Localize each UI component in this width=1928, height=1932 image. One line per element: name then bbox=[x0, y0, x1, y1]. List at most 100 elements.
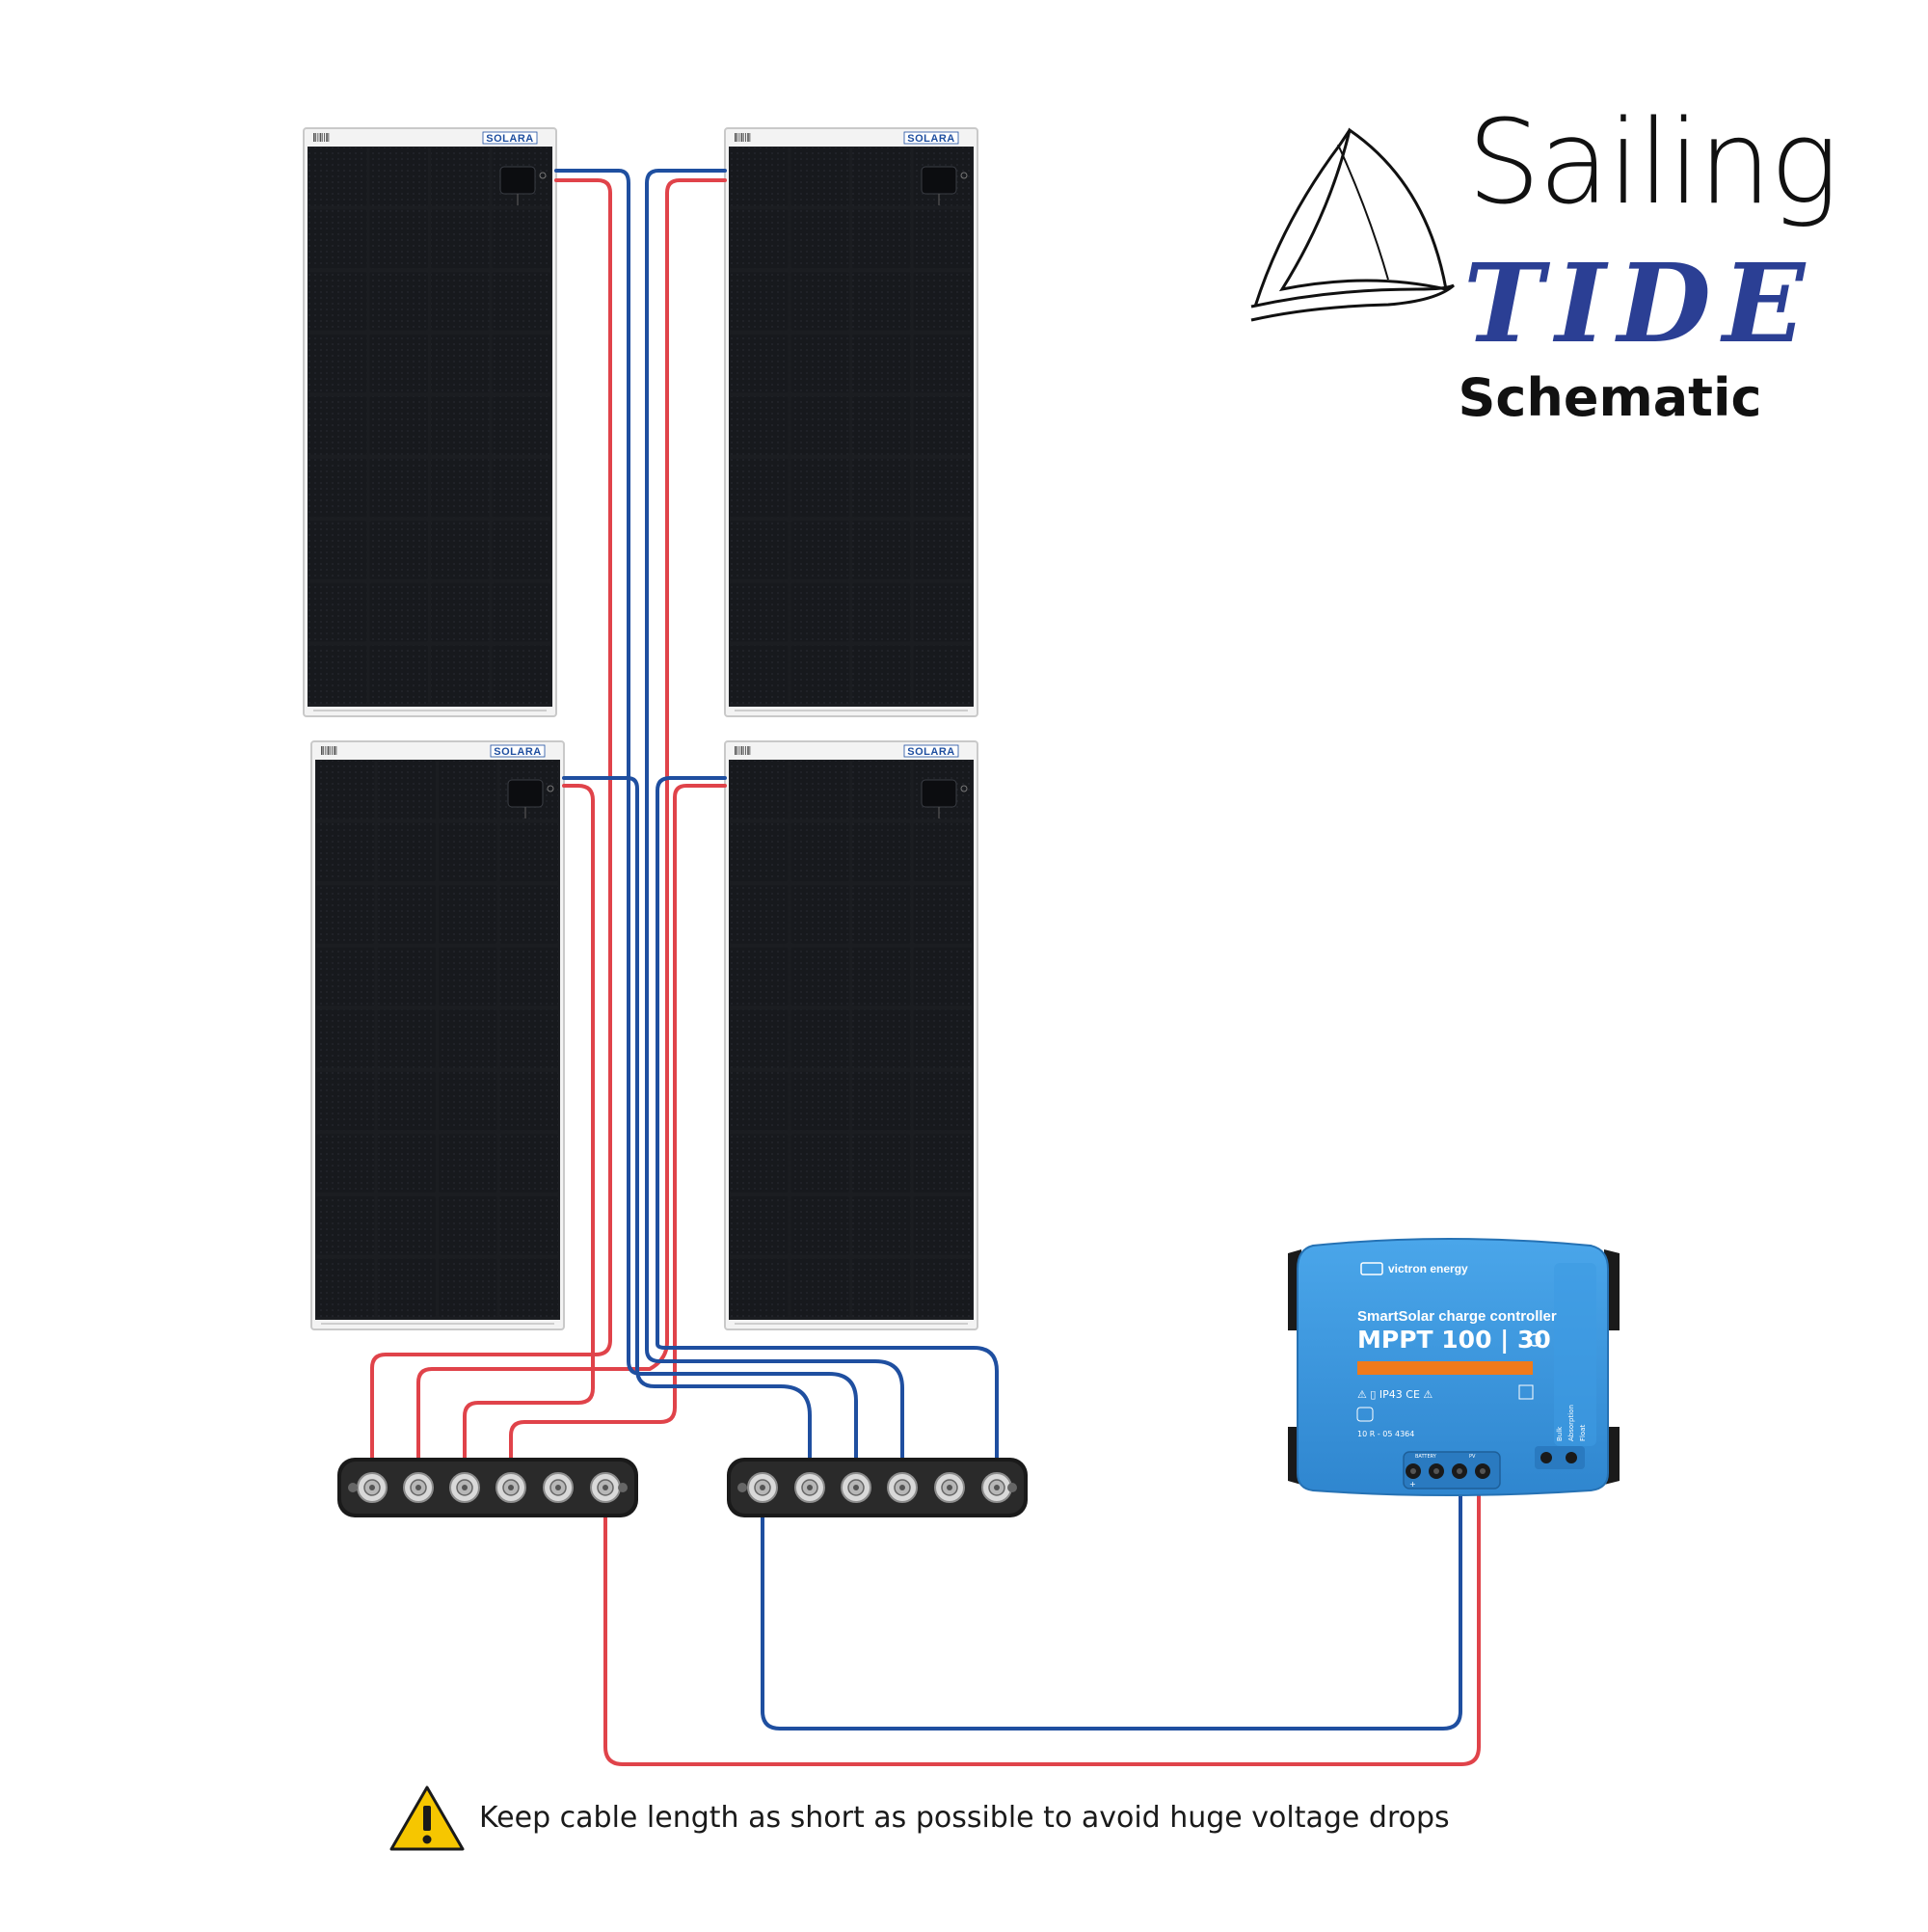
solar-cell bbox=[369, 582, 428, 642]
stud-core bbox=[415, 1485, 421, 1490]
busbar-stud bbox=[934, 1472, 965, 1503]
solar-cell bbox=[377, 947, 436, 1006]
solar-cell bbox=[316, 1258, 375, 1317]
solar-panel: SOLARA bbox=[310, 740, 565, 1330]
stud-core bbox=[602, 1485, 608, 1490]
warning-dot bbox=[422, 1835, 432, 1844]
solar-cell bbox=[369, 396, 428, 455]
busbar-stud bbox=[887, 1472, 918, 1503]
solar-cell bbox=[499, 947, 558, 1006]
solar-cell bbox=[852, 521, 911, 579]
solar-cell bbox=[730, 334, 789, 393]
solar-cell bbox=[790, 521, 849, 579]
solar-cell bbox=[377, 1258, 436, 1317]
brand-badge bbox=[482, 131, 538, 145]
negative-cable-to-mppt bbox=[761, 1463, 1462, 1731]
solar-cell bbox=[492, 272, 550, 331]
junction-box bbox=[921, 166, 957, 195]
solar-cell bbox=[369, 645, 428, 704]
positive-cable-4 bbox=[509, 784, 727, 1467]
solar-cell bbox=[730, 761, 789, 819]
solar-cell bbox=[852, 761, 911, 819]
solar-cell bbox=[790, 1071, 849, 1131]
positive-cable-1 bbox=[370, 178, 612, 1467]
terminal-block bbox=[1403, 1451, 1501, 1489]
solar-cell bbox=[439, 947, 497, 1006]
brand-badge bbox=[490, 744, 546, 758]
sail-inner bbox=[1337, 144, 1389, 281]
solar-panel: SOLARA bbox=[724, 127, 978, 717]
solar-cell bbox=[913, 885, 972, 944]
solar-cell bbox=[492, 334, 550, 393]
solar-cell bbox=[913, 458, 972, 518]
busbar-stud bbox=[747, 1472, 778, 1503]
solar-cell bbox=[431, 458, 490, 518]
solar-cell bbox=[790, 148, 849, 206]
mount-hole bbox=[960, 172, 968, 179]
solar-cell bbox=[730, 209, 789, 269]
solar-cell bbox=[377, 1134, 436, 1193]
busbar-stud bbox=[543, 1472, 574, 1503]
busbar-stud bbox=[590, 1472, 621, 1503]
busbar-stud bbox=[841, 1472, 871, 1503]
solar-cell bbox=[790, 272, 849, 331]
solar-cell bbox=[316, 947, 375, 1006]
solar-cell bbox=[790, 1134, 849, 1193]
solar-cell bbox=[377, 1009, 436, 1068]
solar-cell bbox=[369, 334, 428, 393]
solar-cell bbox=[730, 1258, 789, 1317]
solar-panel: SOLARA bbox=[303, 127, 557, 717]
solar-cell bbox=[439, 1009, 497, 1068]
busbar-stud bbox=[794, 1472, 825, 1503]
busbar-stud bbox=[357, 1472, 388, 1503]
terminal-screw-core bbox=[1457, 1468, 1462, 1474]
solar-cell bbox=[852, 1258, 911, 1317]
solar-cell bbox=[492, 521, 550, 579]
terminal-screw-core bbox=[1433, 1468, 1439, 1474]
solar-cell bbox=[790, 582, 849, 642]
logo-word-tide: TIDE bbox=[1463, 241, 1817, 367]
stud-core bbox=[508, 1485, 514, 1490]
solar-cell bbox=[913, 1195, 972, 1255]
stud-core bbox=[994, 1485, 1000, 1490]
solar-cell bbox=[308, 148, 367, 206]
solar-cell bbox=[308, 334, 367, 393]
solar-cell bbox=[730, 1071, 789, 1131]
mount-hole bbox=[539, 172, 547, 179]
aux-terminal-screw bbox=[1540, 1452, 1552, 1463]
sail-hull bbox=[1250, 283, 1455, 322]
solar-cell bbox=[499, 822, 558, 882]
stud-core bbox=[462, 1485, 468, 1490]
solar-cell bbox=[790, 1258, 849, 1317]
solar-cell bbox=[439, 822, 497, 882]
mppt-orange-stripe bbox=[1357, 1361, 1533, 1375]
aux-terminal bbox=[1535, 1446, 1585, 1469]
mppt-status-label: Bulk bbox=[1556, 1426, 1564, 1441]
busbar-screw bbox=[618, 1483, 628, 1492]
solar-cell bbox=[730, 396, 789, 455]
stud-core bbox=[947, 1485, 952, 1490]
solar-cell bbox=[790, 1009, 849, 1068]
solar-cell bbox=[369, 272, 428, 331]
solar-cell bbox=[499, 1195, 558, 1255]
bluetooth-icon bbox=[1528, 1333, 1541, 1347]
panel-brand-label: SOLARA bbox=[907, 746, 954, 758]
brand-badge bbox=[903, 744, 959, 758]
solar-cell bbox=[730, 521, 789, 579]
solar-cell bbox=[790, 761, 849, 819]
solar-cell bbox=[308, 645, 367, 704]
page-title: Schematic bbox=[1458, 367, 1762, 428]
terminal-screw-core bbox=[1410, 1468, 1416, 1474]
solar-cell bbox=[377, 822, 436, 882]
stud-core bbox=[807, 1485, 813, 1490]
solar-cell bbox=[439, 1071, 497, 1131]
busbar-screw bbox=[348, 1483, 358, 1492]
positive-cable-to-mppt bbox=[603, 1463, 1481, 1766]
qr-code-icon bbox=[1518, 1384, 1534, 1400]
sailing-tide-logo: Sailing TIDE bbox=[1244, 106, 1861, 367]
solar-cell bbox=[730, 1134, 789, 1193]
solar-cell bbox=[308, 521, 367, 579]
solar-cell bbox=[852, 1134, 911, 1193]
